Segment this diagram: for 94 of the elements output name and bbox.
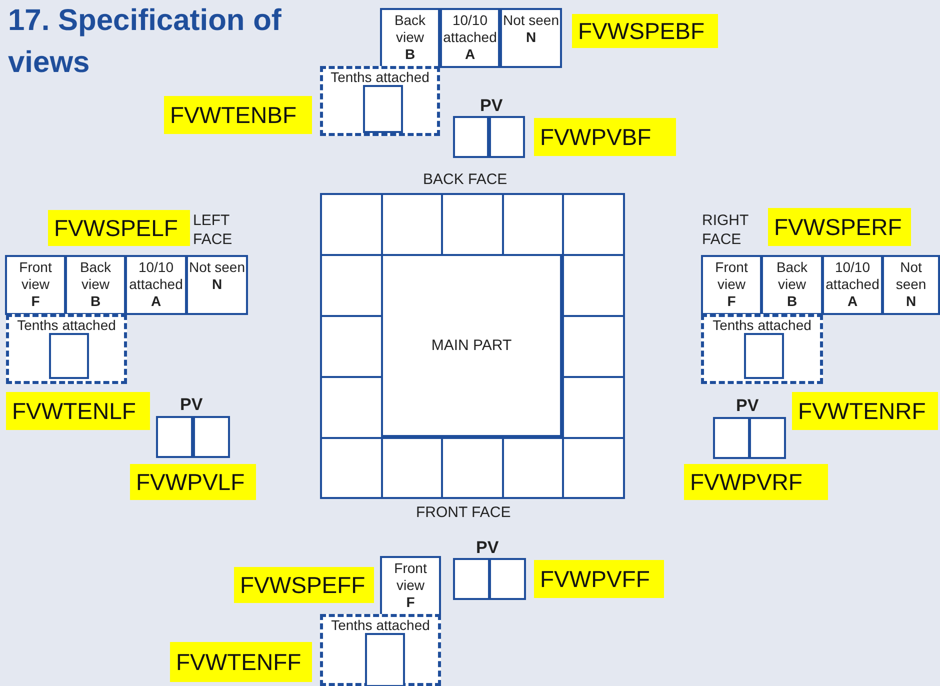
view-cell xyxy=(500,8,562,68)
cell-label: Front view xyxy=(393,560,428,594)
face-label: FRONT FACE xyxy=(416,503,511,522)
cell-label: Front view xyxy=(714,259,749,293)
grid-cell xyxy=(441,193,504,256)
pv-box xyxy=(489,558,526,600)
view-cell xyxy=(761,255,823,315)
pv-label: PV xyxy=(180,395,203,414)
code-tag: FVWTENRF xyxy=(792,392,938,430)
cell-code: B xyxy=(404,46,416,63)
view-cell xyxy=(822,255,883,315)
view-cell xyxy=(380,8,440,68)
cell-code: A xyxy=(150,293,162,310)
view-cell xyxy=(882,255,940,315)
code-tag: FVWPVBF xyxy=(534,118,676,156)
box-heading: Tenths attached xyxy=(712,317,812,333)
code-tag: FVWTENFF xyxy=(170,642,312,682)
box-heading: Tenths attached xyxy=(16,317,117,333)
cell-code: N xyxy=(210,276,224,293)
cell-label: Not seen xyxy=(894,259,928,293)
pv-box xyxy=(713,417,750,459)
pv-box xyxy=(489,116,525,158)
code-tag: FVWSPEFF xyxy=(234,567,374,603)
pv-label: PV xyxy=(736,396,759,415)
view-cell xyxy=(380,556,441,616)
code-tag: FVWTENBF xyxy=(164,96,312,134)
cell-code: A xyxy=(464,46,476,63)
cell-code: F xyxy=(726,293,737,310)
cell-label: Not seen xyxy=(502,12,560,29)
small-box xyxy=(363,85,403,133)
cell-code: B xyxy=(89,293,102,310)
grid-cell xyxy=(562,193,625,256)
grid-cell xyxy=(562,315,625,378)
dashed-box xyxy=(320,614,441,686)
grid-cell xyxy=(502,437,564,499)
cell-label: 10/10 attached xyxy=(442,12,498,46)
cell-label: 10/10 attached xyxy=(824,259,880,293)
cell-code: F xyxy=(30,293,41,310)
code-tag: FVWSPEBF xyxy=(572,14,718,48)
grid-cell xyxy=(320,437,383,499)
cell-code: F xyxy=(405,594,416,611)
cell-label: 10/10 attached xyxy=(128,259,184,293)
grid-cell xyxy=(381,193,443,256)
grid-cell xyxy=(441,437,504,499)
grid-cell xyxy=(562,376,625,439)
small-box xyxy=(365,633,405,686)
code-tag: FVWTENLF xyxy=(6,392,150,430)
view-cell xyxy=(5,255,66,315)
code-tag: FVWPVLF xyxy=(130,464,256,500)
code-tag: FVWSPERF xyxy=(768,208,911,246)
code-tag: FVWPVFF xyxy=(534,560,664,598)
pv-box xyxy=(453,116,489,158)
pv-box xyxy=(156,416,193,458)
cell-label: Not seen xyxy=(188,259,246,276)
grid-cell xyxy=(320,193,383,256)
code-tag: FVWPVRF xyxy=(684,464,828,500)
view-cell xyxy=(701,255,762,315)
dashed-box xyxy=(6,314,127,384)
grid-cell xyxy=(502,193,564,256)
title: 17. Specification of views xyxy=(8,3,282,81)
cell-label: Back view xyxy=(393,12,427,46)
grid-cell xyxy=(320,254,383,317)
pv-box xyxy=(193,416,230,458)
cell-code: B xyxy=(786,293,798,310)
box-heading: Tenths attached xyxy=(330,69,430,85)
view-cell xyxy=(65,255,126,315)
pv-box xyxy=(453,558,490,600)
grid-cell xyxy=(381,437,443,499)
dashed-box xyxy=(701,314,823,384)
code-tag: FVWSPELF xyxy=(48,210,190,246)
face-label: LEFT FACE xyxy=(193,211,234,249)
face-label: BACK FACE xyxy=(423,170,508,189)
pv-label: PV xyxy=(476,538,499,557)
grid-cell xyxy=(320,315,383,378)
grid-cell xyxy=(562,254,625,317)
small-box xyxy=(744,333,784,379)
view-cell xyxy=(440,8,500,68)
cell-code: N xyxy=(904,293,918,310)
small-box xyxy=(49,333,89,379)
pv-label: PV xyxy=(480,96,503,115)
grid-cell xyxy=(320,376,383,439)
cell-label: Back view xyxy=(78,259,112,293)
view-cell xyxy=(125,255,187,315)
cell-code: A xyxy=(846,293,859,310)
cell-label: Back view xyxy=(775,259,809,293)
main-part-box: MAIN PART xyxy=(381,254,562,437)
face-label: RIGHT FACE xyxy=(702,211,750,249)
box-heading: Tenths attached xyxy=(330,617,431,633)
dashed-box xyxy=(320,66,440,136)
cell-label: Front view xyxy=(18,259,53,293)
pv-box xyxy=(749,417,786,459)
view-cell xyxy=(186,255,248,315)
cell-code: N xyxy=(524,29,538,46)
grid-cell xyxy=(562,437,625,499)
